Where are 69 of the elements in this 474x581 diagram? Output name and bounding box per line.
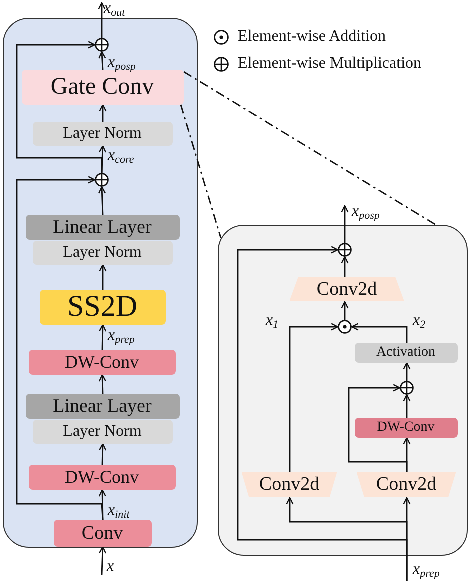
box-label: SS2D — [67, 292, 138, 322]
arrow — [99, 104, 107, 122]
legend-label: Element-wise Addition — [238, 28, 386, 46]
variable-label: x$_{core}$ — [108, 148, 134, 166]
process-box — [32, 240, 172, 264]
variable-label: x$_{1}$ — [266, 313, 279, 331]
box-label: Layer Norm — [63, 126, 142, 142]
process-box — [54, 520, 152, 546]
box-label: Conv2d — [316, 280, 378, 298]
variable-label: x$_{posp}$ — [352, 204, 380, 222]
variable-label: x$_{init}$ — [108, 503, 130, 521]
addition-circle — [338, 242, 352, 256]
arrow — [16, 176, 104, 520]
addition-circle — [94, 172, 108, 186]
arrow — [341, 301, 349, 320]
arrow — [403, 362, 411, 381]
arrow — [99, 264, 107, 290]
variable-label: x$_{2}$ — [413, 313, 426, 331]
process-box — [40, 290, 166, 324]
process-box — [354, 418, 458, 438]
detail-panel — [218, 225, 468, 556]
variable-label: x — [107, 559, 114, 575]
process-box — [26, 214, 180, 240]
arrow — [341, 205, 349, 243]
process-box — [354, 342, 458, 362]
arrow — [98, 51, 106, 70]
addition-circle — [400, 380, 414, 394]
zoom-guide-line — [184, 71, 436, 226]
box-label: Linear Layer — [53, 396, 152, 416]
box-label: DW-Conv — [65, 468, 139, 486]
process-box — [32, 122, 172, 146]
box-label: DW-Conv — [65, 353, 139, 371]
trapezoid-box — [242, 472, 338, 498]
box-label: Layer Norm — [63, 244, 142, 260]
arrow — [237, 246, 408, 581]
box-label: Activation — [376, 346, 436, 360]
arrow — [98, 145, 107, 174]
legend-label: Element-wise Multiplication — [238, 55, 422, 73]
arrow — [289, 323, 339, 472]
arrow — [98, 374, 106, 394]
arrow — [98, 546, 107, 576]
variable-label: x$_{prep}$ — [108, 328, 135, 346]
arrow — [99, 443, 107, 466]
variable-label: x$_{prep}$ — [413, 562, 440, 580]
block-panel — [3, 18, 198, 548]
zoom-guide-line — [180, 104, 222, 238]
arrow — [348, 384, 408, 472]
box-label: Conv — [82, 524, 124, 542]
multiplication-circle — [338, 320, 352, 334]
arrow — [98, 2, 106, 38]
variable-label: x$_{posp}$ — [108, 55, 136, 73]
arrow — [16, 41, 103, 173]
box-label: DW-Conv — [377, 420, 435, 434]
box-label: Conv2d — [376, 475, 437, 494]
arrow — [403, 394, 411, 418]
arrow — [98, 186, 106, 216]
addition-circle — [94, 38, 108, 52]
arrow — [351, 323, 408, 343]
box-label: Layer Norm — [63, 424, 142, 440]
box-label: Gate Conv — [50, 75, 154, 99]
process-box — [32, 420, 172, 444]
arrow — [341, 256, 349, 277]
variable-label: x$_{out}$ — [104, 1, 126, 19]
process-box — [28, 350, 176, 374]
arrow — [99, 324, 107, 350]
process-box — [28, 464, 176, 490]
box-label: Linear Layer — [53, 218, 152, 236]
box-label: Conv2d — [259, 475, 320, 494]
process-box — [26, 394, 180, 418]
